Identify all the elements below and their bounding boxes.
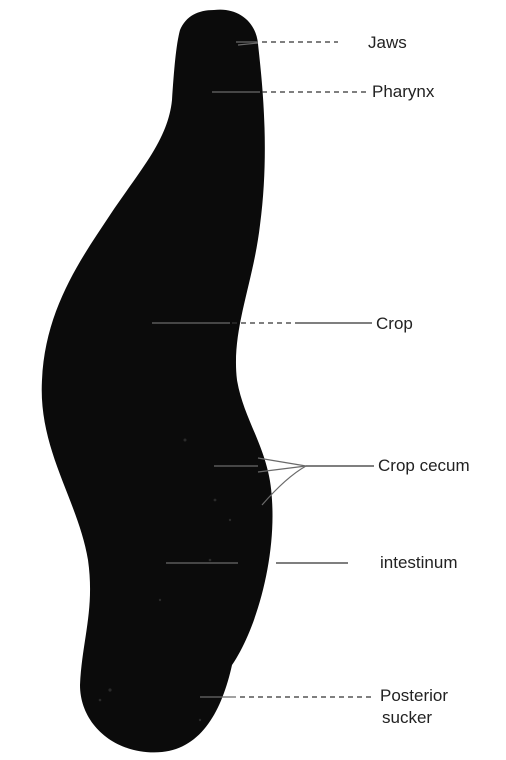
label-posterior-sucker-line1: Posterior — [380, 686, 448, 705]
label-jaws: Jaws — [368, 33, 407, 52]
label-crop-cecum: Crop cecum — [378, 456, 470, 475]
label-crop: Crop — [376, 314, 413, 333]
posterior-sucker-callout: Posterior sucker — [200, 686, 448, 727]
jaws-callout: Jaws — [236, 33, 407, 52]
label-posterior-sucker-line2: sucker — [382, 708, 432, 727]
label-intestinum: intestinum — [380, 553, 457, 572]
label-pharynx: Pharynx — [372, 82, 435, 101]
leech-body — [42, 10, 273, 753]
